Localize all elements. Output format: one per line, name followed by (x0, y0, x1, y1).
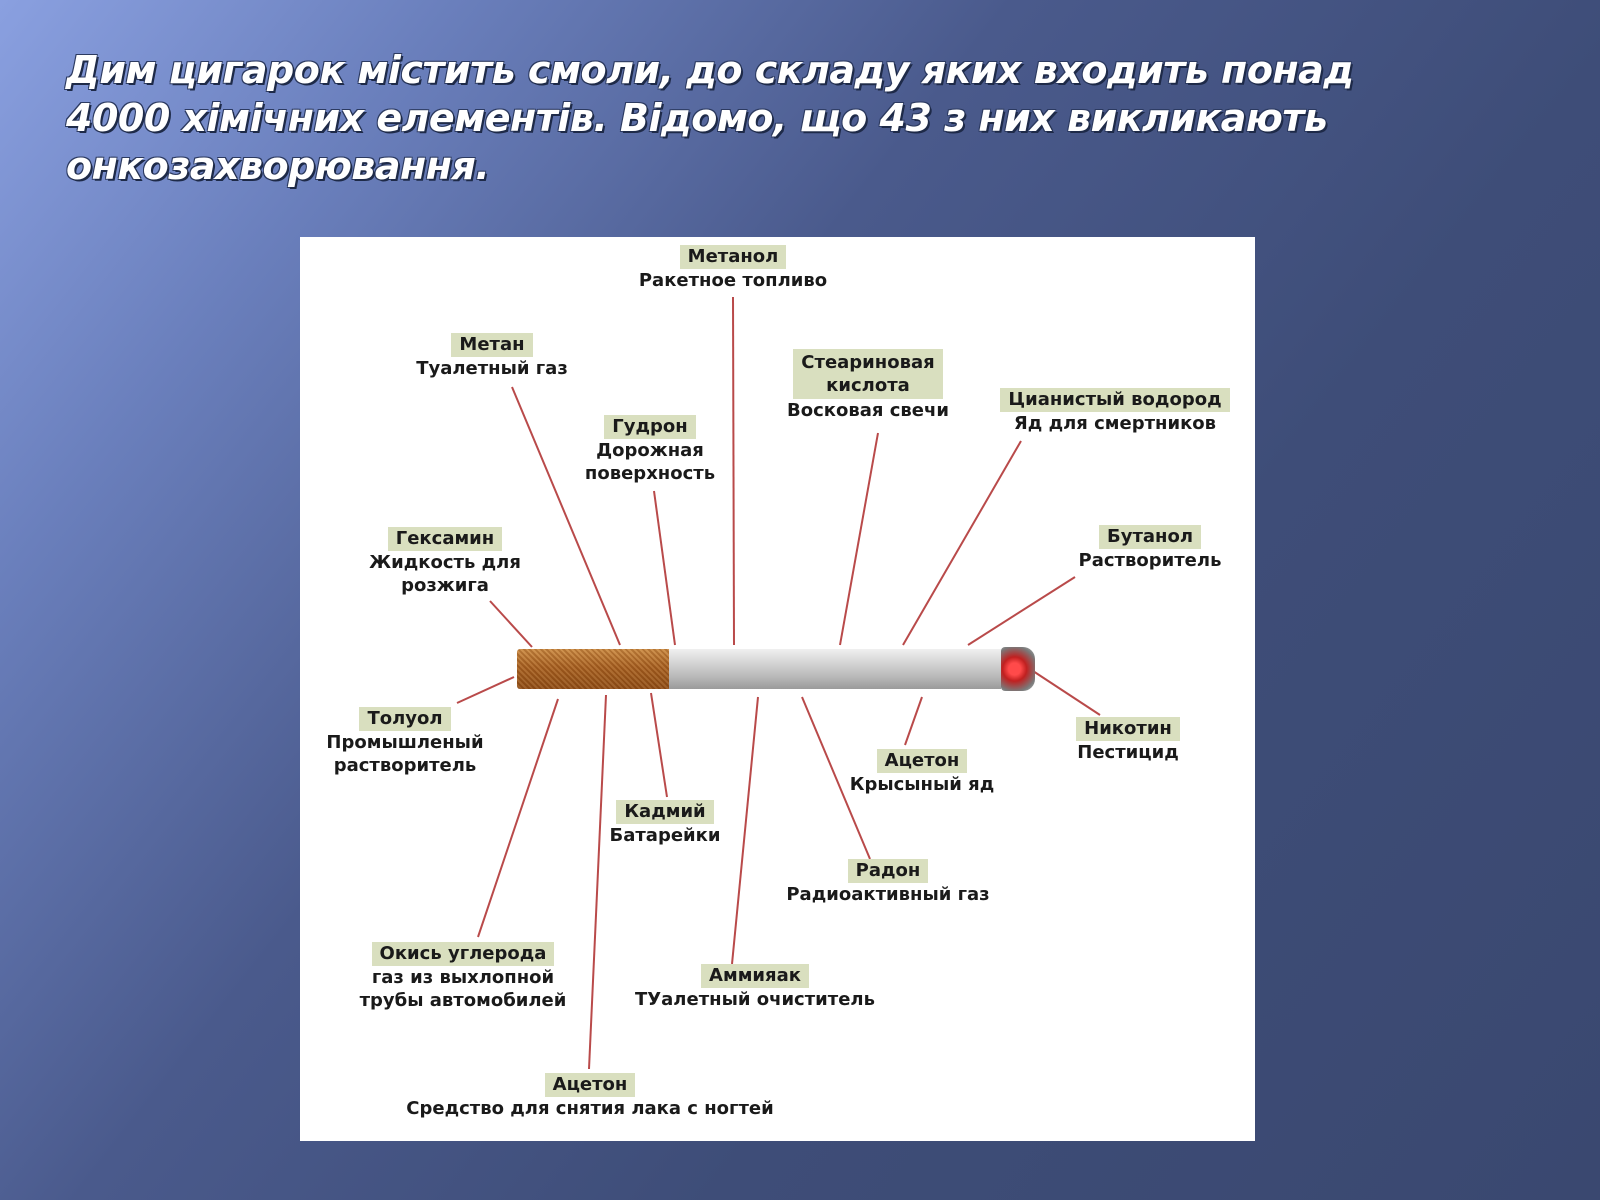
label-desc: Промышленый растворитель (326, 732, 484, 776)
line-hcn (902, 440, 1022, 646)
label-desc: Радиоактивный газ (786, 884, 990, 905)
line-methane (511, 386, 621, 646)
label-hydrogen-cyanide: Цианистый водород Яд для смертников (980, 388, 1250, 435)
label-name: Цианистый водород (1000, 388, 1230, 412)
line-cadmium (650, 692, 668, 798)
line-nicotine (1032, 670, 1101, 716)
label-desc: Яд для смертников (1013, 413, 1217, 434)
label-name: Толуол (359, 707, 451, 731)
label-methane: Метан Туалетный газ (382, 333, 602, 380)
line-acetone1 (904, 696, 923, 746)
line-toluene (456, 676, 515, 704)
label-name: Кадмий (616, 800, 714, 824)
label-ammonia: Аммияак ТУалетный очиститель (600, 964, 910, 1011)
label-nicotine: Никотин Пестицид (1048, 717, 1208, 764)
label-name: Метан (451, 333, 533, 357)
label-name: Стеариновая кислота (793, 349, 943, 399)
label-acetone-nail-polish: Ацетон Средство для снятия лака с ногтей (350, 1073, 830, 1120)
line-stearic (839, 432, 879, 646)
label-name: Аммияак (701, 964, 809, 988)
label-name: Ацетон (876, 749, 968, 773)
label-name: Окись углерода (371, 942, 555, 966)
cigarette-diagram: Метанол Ракетное топливо Метан Туалетный… (300, 237, 1255, 1141)
label-desc: Крысыный яд (849, 774, 995, 795)
label-desc: Туалетный газ (416, 358, 568, 379)
label-desc: Средство для снятия лака с ногтей (406, 1098, 774, 1119)
label-radon: Радон Радиоактивный газ (768, 859, 1008, 906)
slide-title: Дим цигарок містить смоли, до складу яки… (66, 48, 1354, 188)
cigarette-ember (1001, 647, 1035, 691)
label-desc: газ из выхлопной трубы автомобилей (359, 967, 567, 1011)
label-name: Гексамин (387, 527, 503, 551)
label-name: Метанол (679, 245, 787, 269)
cigarette-paper (669, 649, 1001, 689)
label-desc: Пестицид (1077, 742, 1179, 763)
label-name: Гудрон (604, 415, 696, 439)
connector-lines (456, 296, 1101, 1070)
label-desc: Восковая свечи (787, 400, 949, 421)
label-methanol: Метанол Ракетное топливо (633, 245, 833, 292)
label-tar: Гудрон Дорожная поверхность (550, 415, 750, 485)
cigarette-filter (517, 649, 669, 689)
line-radon (801, 696, 871, 860)
label-toluene: Толуол Промышленый растворитель (300, 707, 510, 777)
line-tar (653, 490, 676, 646)
label-carbon-monoxide: Окись углерода газ из выхлопной трубы ав… (338, 942, 588, 1012)
label-acetone-rat-poison: Ацетон Крысыный яд (822, 749, 1022, 796)
line-acetone2 (588, 694, 607, 1070)
label-stearic-acid: Стеариновая кислота Восковая свечи (768, 349, 968, 422)
label-desc: Ракетное топливо (638, 270, 828, 291)
line-butanol (967, 576, 1076, 646)
label-hexamine: Гексамин Жидкость для розжига (340, 527, 550, 597)
label-name: Никотин (1076, 717, 1180, 741)
label-desc: ТУалетный очиститель (635, 989, 875, 1010)
line-methanol (732, 296, 735, 646)
label-desc: Батарейки (609, 825, 721, 846)
label-cadmium: Кадмий Батарейки (585, 800, 745, 847)
label-desc: Жидкость для розжига (369, 552, 521, 596)
line-co (477, 698, 559, 938)
label-name: Радон (847, 859, 929, 883)
label-name: Бутанол (1098, 525, 1202, 549)
label-desc: Дорожная поверхность (584, 440, 716, 484)
label-name: Ацетон (544, 1073, 636, 1097)
line-hexamine (489, 600, 533, 648)
line-ammonia (731, 696, 759, 965)
label-butanol: Бутанол Растворитель (1055, 525, 1245, 572)
label-desc: Растворитель (1078, 550, 1222, 571)
